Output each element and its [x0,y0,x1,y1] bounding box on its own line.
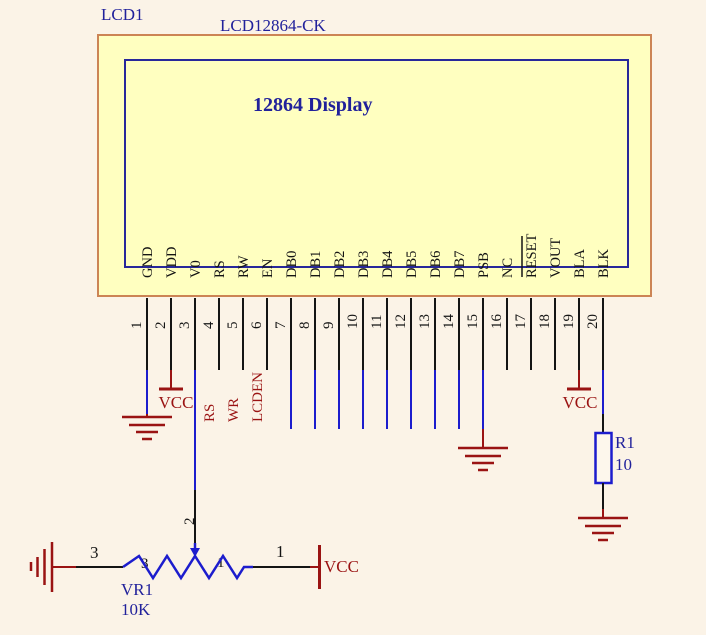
potentiometer-body [122,553,253,581]
resistor-r1-body [594,431,613,485]
net-label-rs: RS [202,404,218,422]
pin-name-db2: DB2 [332,251,348,278]
pin-name-nc: NC [500,258,516,278]
lcd-display-outline [124,59,629,268]
pin-number-6: 6 [249,321,265,329]
vcc-label-vdd: VCC [158,393,194,412]
vcc-label-bla: VCC [562,393,598,412]
pin-name-db1: DB1 [308,251,324,278]
pin-number-14: 14 [441,314,457,330]
pin-number-5: 5 [225,322,241,330]
pin-number-16: 16 [489,314,505,330]
pin-number-8: 8 [297,322,313,330]
component-ref-label: LCD1 [101,5,144,24]
pin-name-reset: RESET [524,234,540,278]
pin-number-13: 13 [417,314,433,329]
vcc-label-pot: VCC [324,557,359,576]
component-part-label: LCD12864-CK [220,16,326,35]
pin-name-rw: RW [236,255,252,278]
pin-name-blk: BLK [596,248,612,278]
pin-number-2: 2 [153,322,169,330]
pot-value-label: 10K [121,600,151,619]
pin-name-db6: DB6 [428,251,444,278]
pin-number-15: 15 [465,314,481,329]
pin-name-db7: DB7 [452,251,468,278]
pot-terminal-1-label: 1 [276,542,285,561]
pin-number-18: 18 [537,314,553,329]
pin-number-1: 1 [129,322,145,330]
pin-number-20: 20 [585,314,601,329]
pin-number-17: 17 [513,314,529,330]
pin-number-3: 3 [177,322,193,330]
resistor-ref-label: R1 [615,433,635,452]
pin-name-psb: PSB [476,252,492,278]
pin-name-db0: DB0 [284,251,300,278]
lcd-component-body [97,34,652,297]
pot-ref-label: VR1 [121,580,154,599]
display-title: 12864 Display [253,94,373,116]
wiper-arrow-icon [190,548,200,557]
pin-name-bla: BLA [572,248,588,278]
pot-body-pin1-label: 1 [217,555,225,571]
net-label-wr: WR [226,398,242,422]
pot-wiper-number: 2 [182,518,198,526]
pin-number-11: 11 [369,315,385,329]
pin-name-db5: DB5 [404,251,420,278]
resistor-value-label: 10 [615,455,632,474]
pin-name-rs: RS [212,260,228,278]
pin-number-4: 4 [201,321,217,329]
pin-name-db3: DB3 [356,251,372,278]
pin-number-19: 19 [561,314,577,329]
pot-terminal-3-label: 3 [90,543,99,562]
pin-number-12: 12 [393,314,409,329]
pin-number-7: 7 [273,321,289,329]
pin-name-v0: V0 [188,260,204,278]
pin-name-vdd: VDD [164,247,180,278]
pin-name-vout: VOUT [548,238,564,278]
net-label-lcden: LCDEN [250,372,266,422]
pin-name-db4: DB4 [380,250,396,278]
pin-number-9: 9 [321,322,337,330]
pin-name-en: EN [260,258,276,278]
pin-name-gnd: GND [140,247,156,278]
pin-number-10: 10 [345,314,361,329]
